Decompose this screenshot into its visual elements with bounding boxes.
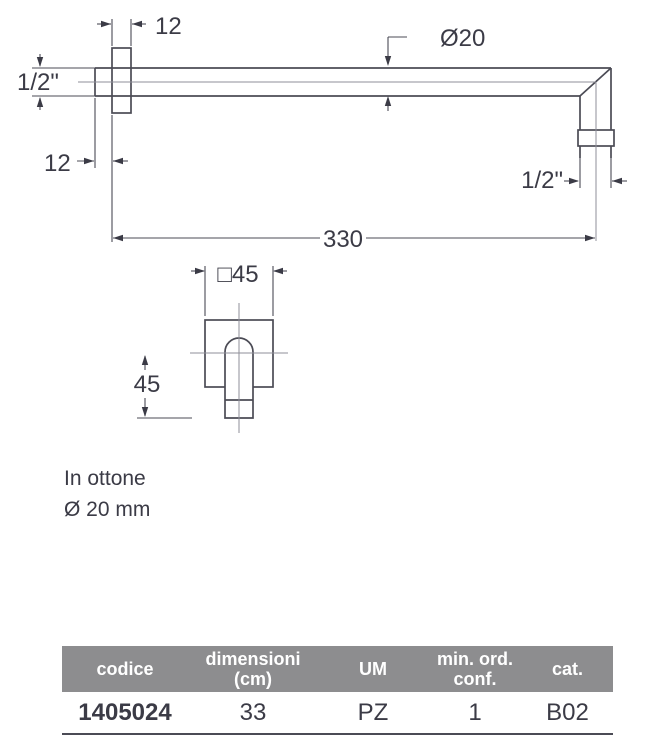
col-header-codice: codice (62, 646, 188, 692)
shower-arm-technical-drawing: 12 1/2" 12 Ø20 1/2" (17, 13, 627, 433)
dimension-inlet-thread: 1/2" (17, 54, 95, 110)
cell-cat: B02 (522, 692, 613, 735)
col-header-min-ord-conf: min. ord. conf. (428, 646, 522, 692)
col-header-cat: cat. (522, 646, 613, 692)
dimension-arm-length: 330 (113, 226, 595, 253)
dim-label-inlet-thread: 1/2" (17, 69, 59, 96)
note-material: In ottone (64, 467, 146, 490)
dim-label-flange-thickness: 12 (155, 13, 182, 40)
side-view-shower-arm (94, 47, 615, 158)
dim-label-pipe-diameter: Ø20 (440, 25, 485, 52)
col-header-um: UM (318, 646, 428, 692)
dimension-flange-square: □45 (191, 261, 287, 316)
dimension-drop-height: 45 (134, 355, 192, 419)
cell-min-ord-conf: 1 (428, 692, 522, 735)
dimension-pipe-diameter: Ø20 (384, 25, 485, 111)
dim-label-flange-square: □45 (217, 261, 258, 288)
dimension-outlet-thread: 1/2" (521, 158, 627, 194)
cell-um: PZ (318, 692, 428, 735)
col-header-dimensioni: dimensioni (cm) (188, 646, 318, 692)
dim-label-arm-length: 330 (323, 226, 363, 253)
dimension-wall-offset: 12 (44, 98, 128, 242)
dimension-flange-thickness: 12 (97, 13, 182, 46)
product-spec-table: codice dimensioni (cm) UM min. ord. conf… (62, 646, 613, 735)
wall-flange-side (111, 47, 132, 114)
material-notes: In ottone Ø 20 mm (64, 463, 150, 525)
cell-dimensioni: 33 (188, 692, 318, 735)
dim-label-wall-offset: 12 (44, 150, 71, 177)
cell-codice: 1405024 (62, 692, 188, 735)
centerlines (78, 81, 597, 433)
table-header-row: codice dimensioni (cm) UM min. ord. conf… (62, 646, 613, 692)
table-row: 1405024 33 PZ 1 B02 (62, 692, 613, 735)
dim-label-drop-height: 45 (134, 371, 161, 398)
note-diameter: Ø 20 mm (64, 498, 151, 521)
dim-label-outlet-thread: 1/2" (521, 167, 563, 194)
